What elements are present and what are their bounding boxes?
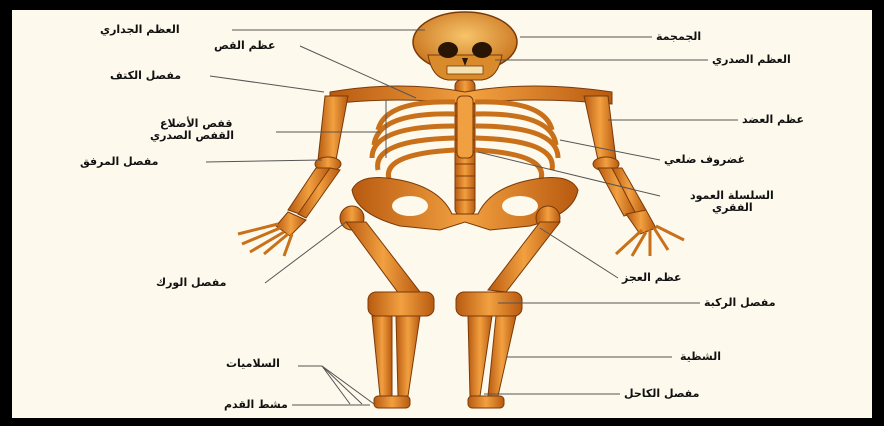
label-fibula: الشظية [680,351,721,363]
label-clavicle: عظم القص [214,40,276,52]
label-costal-cartilage: غضروف ضلعي [664,154,745,166]
label-sacrum: عظم العجز [622,272,682,284]
label-skull: الجمجمة [656,31,701,43]
label-hip-joint: مفصل الورك [156,277,226,289]
label-elbow-joint: مفصل المرفق [80,156,158,168]
label-ankle-joint: مفصل الكاحل [624,388,699,400]
right-leg [456,206,560,408]
label-metatarsals: مشط القدم [224,399,288,411]
label-thoracic-cage: القفص الصدري [150,130,234,142]
skull [413,12,517,80]
left-leg [340,206,434,408]
label-shoulder-joint: مفصل الكتف [110,70,181,82]
label-knee-joint: مفصل الركبة [704,297,776,309]
label-humerus: عظم العضد [742,114,804,126]
sternum [457,96,473,158]
left-arm [238,96,348,256]
label-phalanges: السلاميات [226,358,280,370]
label-vertebral-column-2: الفقري [712,202,753,214]
label-parietal-bone: العظم الجداري [100,24,180,36]
label-sternum: العظم الصدري [712,54,791,66]
